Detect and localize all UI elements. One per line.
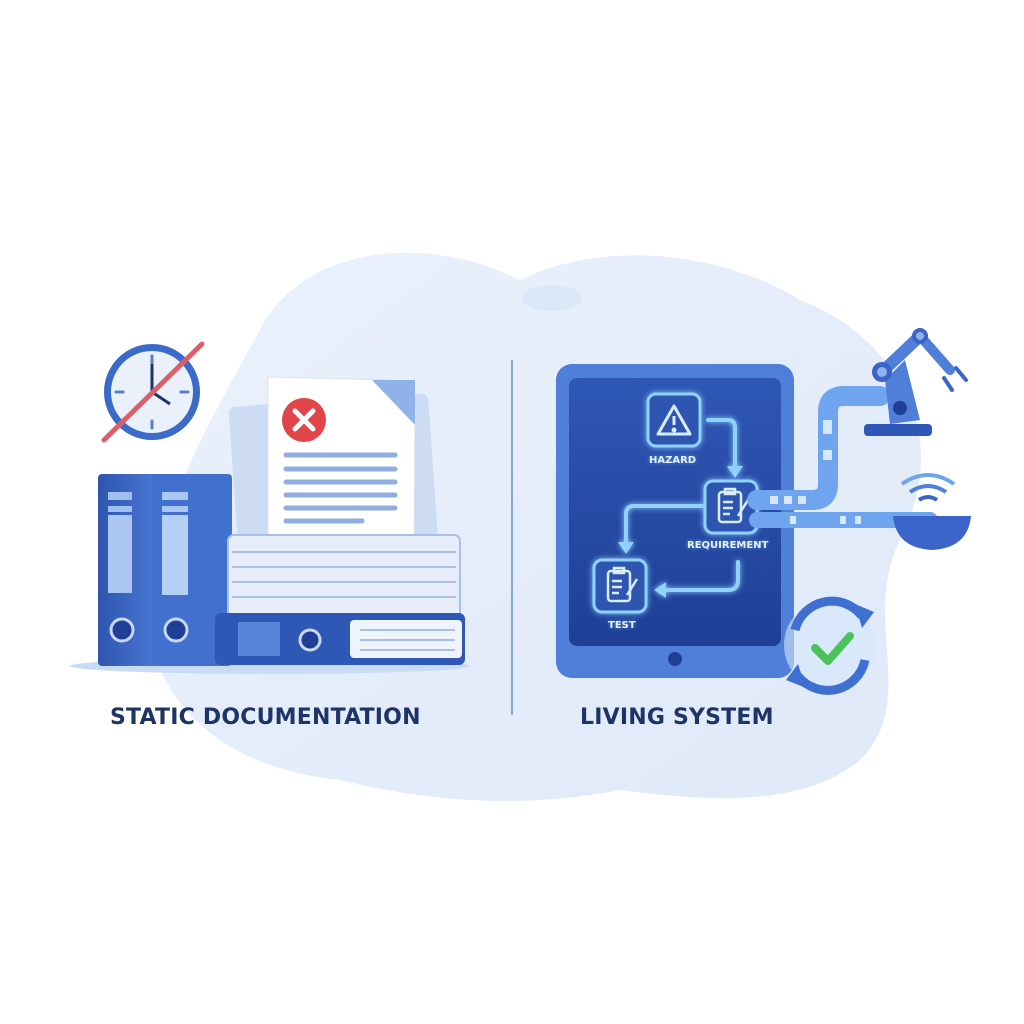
requirement-label: REQUIREMENT — [687, 540, 769, 551]
clipboard-edit-icon — [606, 566, 639, 603]
book-icon — [215, 613, 465, 665]
static-documentation-title: STATIC DOCUMENTATION — [110, 705, 421, 730]
sync-check-icon — [784, 596, 876, 695]
clipboard-edit-icon — [717, 487, 750, 524]
hazard-label: HAZARD — [649, 455, 697, 466]
clock-crossed-icon — [101, 341, 205, 443]
living-system-title: LIVING SYSTEM — [580, 705, 774, 730]
warning-triangle-icon — [656, 404, 692, 436]
wireless-sensor-icon — [883, 460, 971, 550]
robot-arm-icon — [864, 328, 968, 436]
test-label: TEST — [608, 620, 636, 631]
binder-icon — [98, 474, 158, 666]
paper-stack-icon — [227, 534, 461, 621]
document-rejected-icon — [228, 376, 440, 577]
binder-icon — [152, 474, 232, 666]
